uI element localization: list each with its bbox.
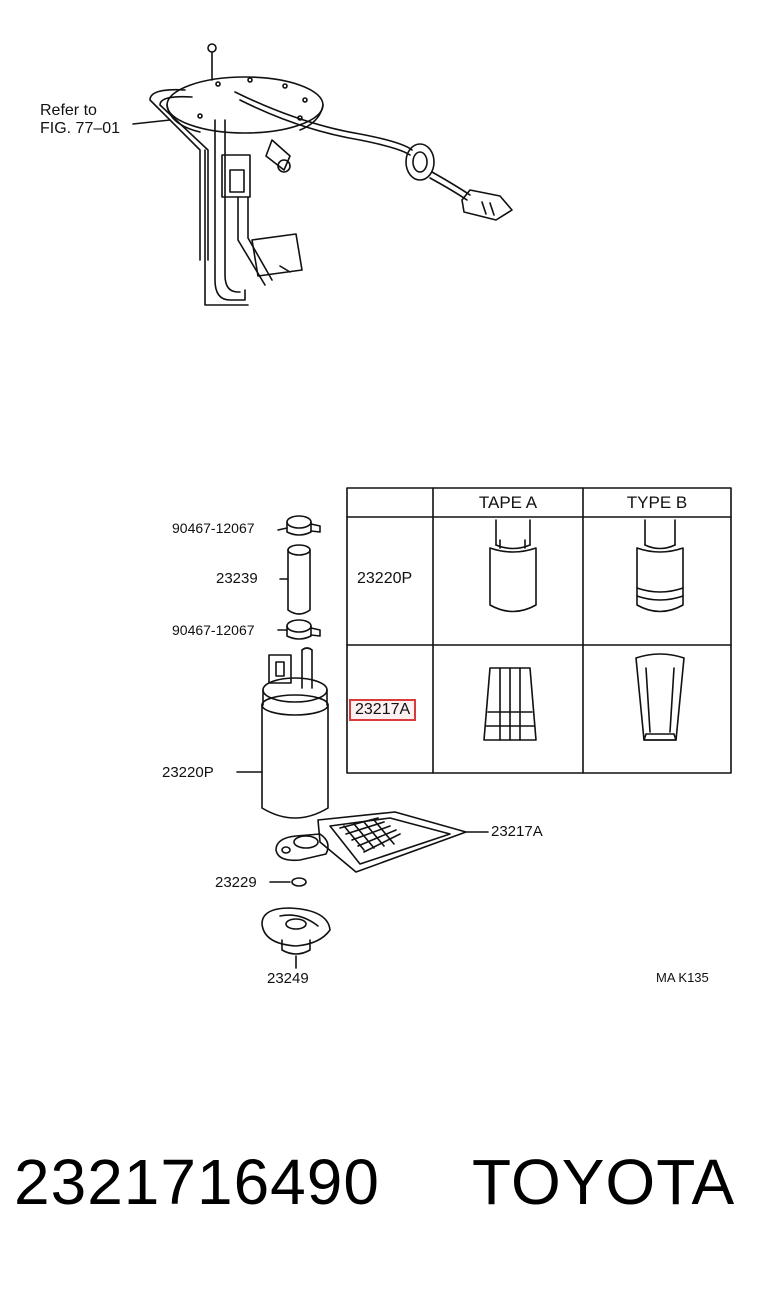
variant-table-grid xyxy=(346,487,732,774)
hose-drawing xyxy=(279,544,311,615)
fuel-pump-assembly-drawing xyxy=(132,43,513,306)
footer-brand: TOYOTA xyxy=(472,1146,736,1218)
type-b-filter-drawing xyxy=(635,653,685,741)
table-header-tape-a: TAPE A xyxy=(478,493,538,512)
type-b-pump-drawing xyxy=(636,519,684,613)
fuel-pump-drawing xyxy=(236,647,329,819)
fuel-filter-drawing xyxy=(275,811,489,873)
callout-pump: 23220P xyxy=(162,764,214,781)
callout-hose: 23239 xyxy=(216,570,258,587)
table-header-type-b: TYPE B xyxy=(626,493,688,512)
washer-drawing xyxy=(269,877,307,887)
tape-a-filter-drawing xyxy=(483,667,537,741)
refer-line-2: FIG. 77–01 xyxy=(40,120,121,137)
lower-clamp-drawing xyxy=(277,619,321,640)
refer-line-1: Refer to xyxy=(40,102,97,119)
figure-code: MA K135 xyxy=(656,970,709,985)
callout-washer: 23229 xyxy=(215,874,257,891)
callout-clamp-lower: 90467-12067 xyxy=(172,622,255,638)
callout-clamp-upper: 90467-12067 xyxy=(172,520,255,536)
callout-bracket: 23249 xyxy=(267,970,309,987)
callout-filter: 23217A xyxy=(491,823,543,840)
upper-clamp-drawing xyxy=(277,515,321,536)
refer-to-label: Refer to FIG. 77–01 xyxy=(40,102,120,138)
tape-a-pump-drawing xyxy=(489,519,537,613)
bracket-drawing xyxy=(261,907,331,969)
table-row-filter-label: 23217A xyxy=(349,699,417,721)
footer-part-number: 2321716490 xyxy=(14,1146,380,1218)
table-row-pump-label: 23220P xyxy=(357,570,413,587)
